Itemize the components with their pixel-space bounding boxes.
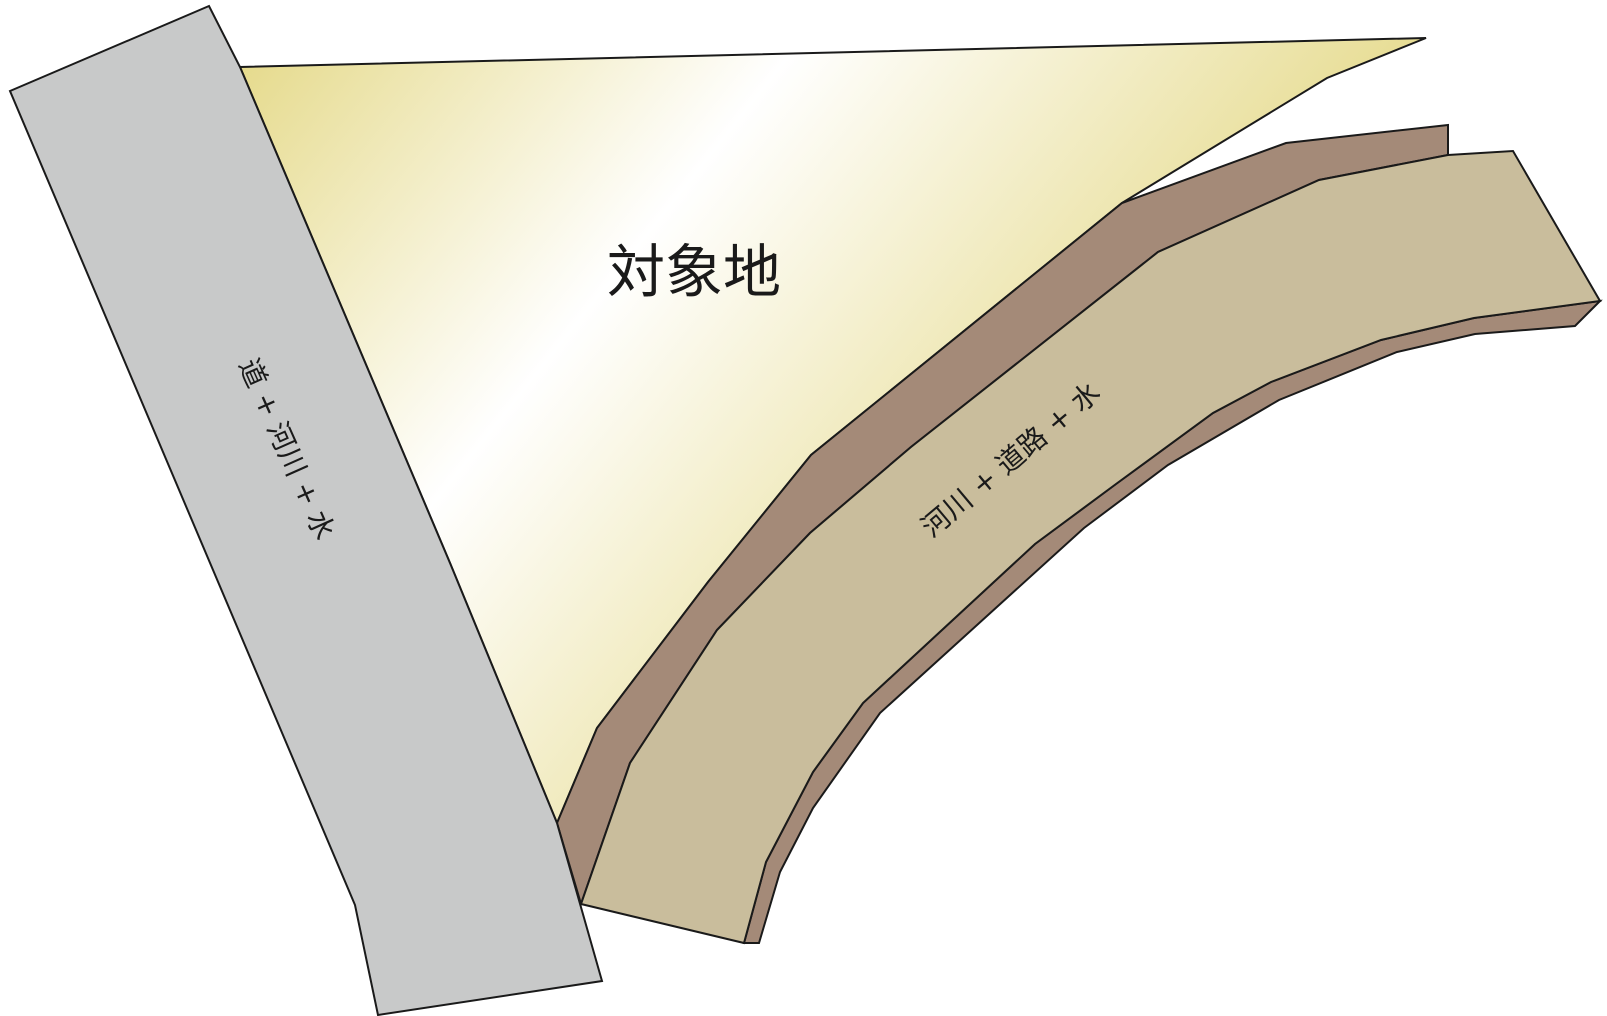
river-band-face: [579, 149, 1602, 945]
target-site-label: 対象地: [607, 238, 781, 306]
left-road-parcel: [8, 4, 604, 1016]
